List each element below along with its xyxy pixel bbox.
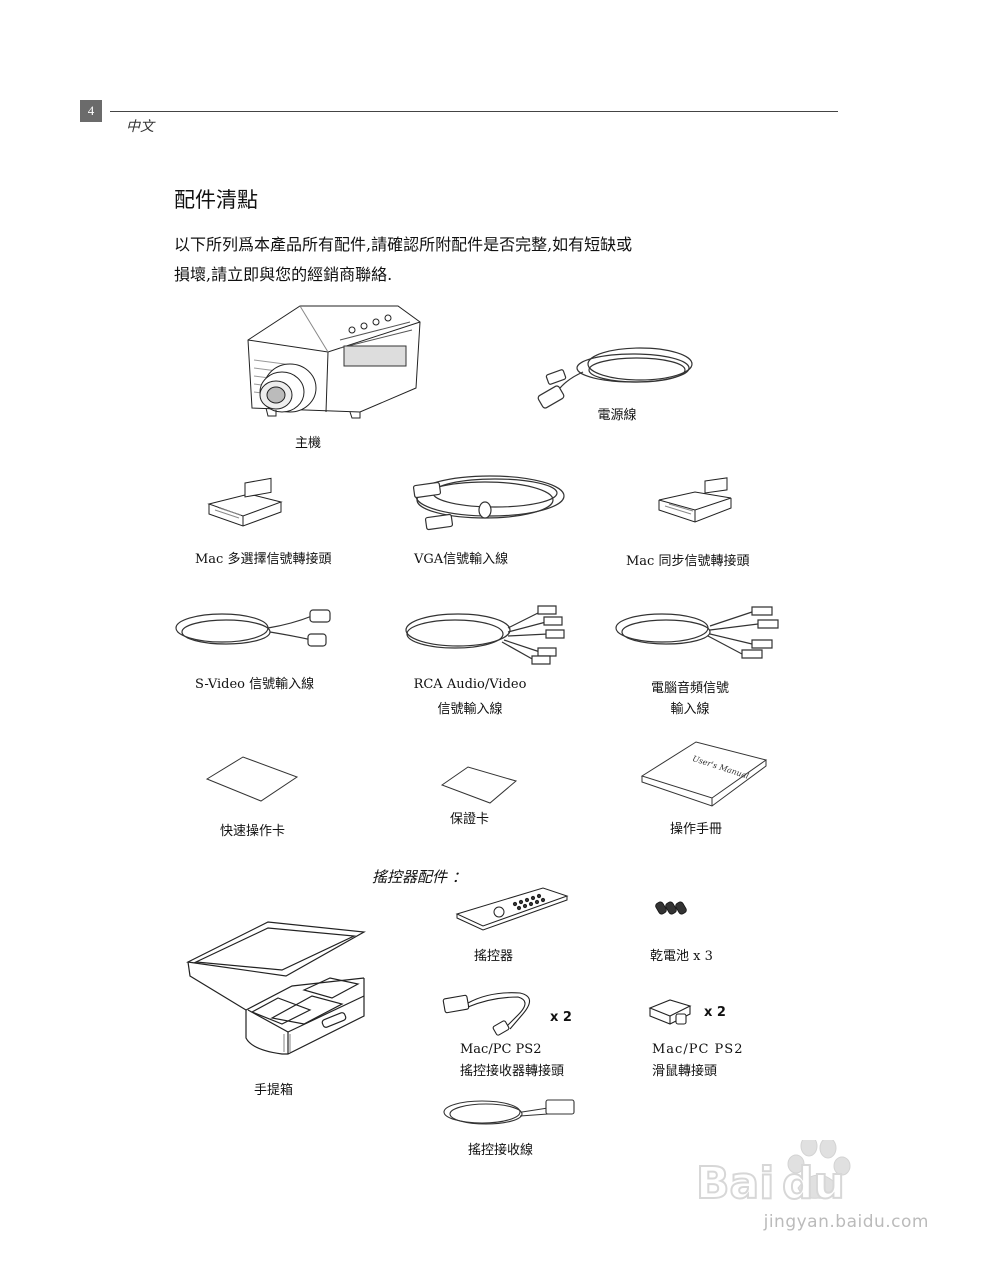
warranty-card-illustration	[440, 765, 520, 805]
receiver-cable-label: 搖控接收線	[468, 1139, 533, 1158]
watermark-url: jingyan.baidu.com	[764, 1212, 929, 1232]
rca-cable-label-2: 信號輸入線	[400, 698, 540, 717]
rca-cable-label-1: RCA Audio/Video	[400, 677, 540, 692]
section-intro: 以下所列爲本產品所有配件,請確認所附配件是否完整,如有短缺或 損壞,請立即與您的…	[174, 230, 632, 290]
quick-card-illustration	[205, 755, 300, 803]
svg-text:du: du	[782, 1158, 845, 1209]
ps2-mouse-label-1: Mac/PC PS2	[652, 1042, 743, 1057]
power-cord-label: 電源線	[592, 404, 642, 423]
pc-audio-cable-illustration	[612, 604, 782, 660]
batteries-label: 乾電池 x 3	[650, 945, 713, 964]
vga-cable-illustration	[400, 460, 570, 532]
ps2-receiver-qty: x 2	[550, 1010, 572, 1025]
ps2-receiver-label-1: Mac/PC PS2	[460, 1042, 541, 1057]
power-cord-illustration	[535, 340, 697, 412]
mac-multi-adapter-illustration	[205, 482, 285, 532]
warranty-card-label: 保證卡	[450, 808, 489, 827]
svg-text:Bai: Bai	[696, 1158, 774, 1209]
svideo-cable-illustration	[172, 604, 337, 654]
header-rule	[110, 111, 838, 112]
remote-label: 搖控器	[474, 945, 513, 964]
manual-illustration	[640, 740, 770, 808]
ps2-mouse-adapter-illustration	[648, 998, 694, 1028]
remote-accessories-heading: 搖控器配件 ：	[372, 866, 467, 887]
page-number: 4	[80, 100, 102, 122]
carry-case-label: 手提箱	[254, 1079, 293, 1098]
mac-multi-adapter-label: Mac 多選擇信號轉接頭	[195, 548, 331, 567]
projector-illustration	[240, 300, 425, 418]
intro-line-2: 損壞,請立即與您的經銷商聯絡.	[174, 260, 632, 290]
language-label: 中文	[126, 116, 154, 136]
ps2-receiver-label-2: 搖控接收器轉接頭	[460, 1060, 564, 1079]
rca-cable-illustration	[400, 600, 570, 668]
remote-control-illustration	[455, 886, 570, 930]
svideo-cable-label: S-Video 信號輸入線	[195, 673, 314, 692]
manual-label: 操作手冊	[670, 818, 722, 837]
pc-audio-cable-label-2: 輸入線	[632, 698, 748, 717]
vga-cable-label: VGA信號輸入線	[414, 548, 508, 567]
pc-audio-cable-label-1: 電腦音頻信號	[632, 677, 748, 696]
mac-sync-adapter-illustration	[655, 482, 735, 527]
mac-sync-adapter-label: Mac 同步信號轉接頭	[626, 550, 749, 569]
carry-case-illustration	[182, 914, 372, 1064]
ps2-mouse-qty: x 2	[704, 1005, 726, 1020]
projector-label: 主機	[288, 432, 328, 451]
receiver-cable-illustration	[440, 1094, 580, 1130]
ps2-mouse-label-2: 滑鼠轉接頭	[652, 1060, 717, 1079]
ps2-receiver-adapter-illustration	[440, 985, 542, 1037]
quick-card-label: 快速操作卡	[220, 820, 285, 839]
batteries-illustration	[655, 898, 689, 918]
section-title: 配件清點	[174, 184, 258, 214]
intro-line-1: 以下所列爲本產品所有配件,請確認所附配件是否完整,如有短缺或	[174, 230, 632, 260]
baidu-watermark-logo: Bai du	[696, 1140, 931, 1250]
